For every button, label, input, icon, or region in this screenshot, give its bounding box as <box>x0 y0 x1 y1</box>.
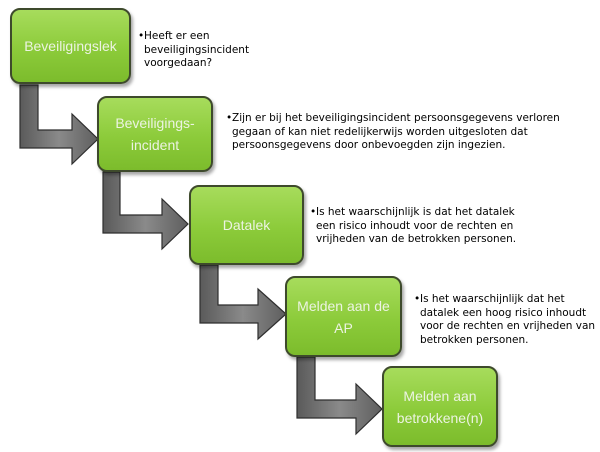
note-text: Is het waarschijnlijk dat het datalek ee… <box>420 293 596 346</box>
bullet-icon: • <box>310 206 317 218</box>
note-text: Is het waarschijnlijk is dat het datalek… <box>316 206 517 245</box>
note-melden-aan-de-ap: • Is het waarschijnlijk dat het datalek … <box>414 293 600 347</box>
connector-arrow-3 <box>199 264 287 341</box>
step-beveiligingsincident: Beveiligings-incident <box>97 96 213 172</box>
bullet-icon: • <box>414 293 421 305</box>
bullet-icon: • <box>138 30 145 42</box>
step-label: Beveiligings-incident <box>115 115 195 153</box>
step-label: Melden aan betrokkene(n) <box>396 387 484 426</box>
note-text: Zijn er bij het beveiligingsincident per… <box>232 112 560 151</box>
step-label: Beveiligingslek <box>24 38 117 54</box>
step-melden-aan-de-ap: Melden aan de AP <box>285 276 402 357</box>
step-melden-aan-betrokkenen: Melden aan betrokkene(n) <box>382 366 498 447</box>
connector-arrow-2 <box>102 171 189 251</box>
note-datalek: • Is het waarschijnlijk is dat het datal… <box>310 206 528 247</box>
connector-arrow-1 <box>19 84 99 166</box>
connector-arrow-4 <box>296 356 383 436</box>
note-text: Heeft er een beveiligingsincident voorge… <box>144 30 250 69</box>
step-label: Datalek <box>222 217 271 233</box>
step-datalek: Datalek <box>189 185 304 265</box>
step-beveiligingslek: Beveiligingslek <box>10 8 131 84</box>
bullet-icon: • <box>226 112 233 124</box>
note-beveiligingsincident: • Zijn er bij het beveiligingsincident p… <box>226 112 562 153</box>
step-label: Melden aan de AP <box>297 297 390 336</box>
note-beveiligingslek: • Heeft er een beveiligingsincident voor… <box>138 30 264 71</box>
